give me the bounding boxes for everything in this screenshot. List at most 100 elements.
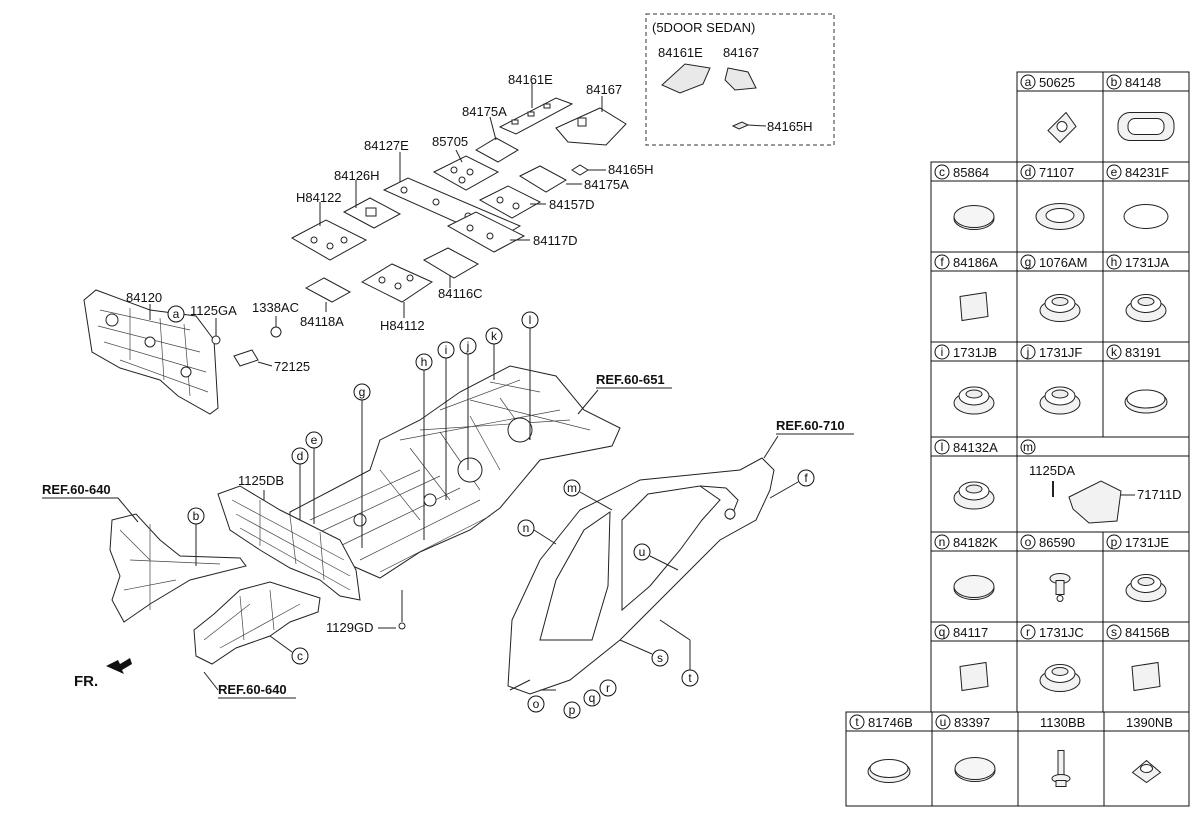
letter-q: q xyxy=(589,691,596,705)
inset-label-84165h: 84165H xyxy=(767,119,813,134)
pad-84165h xyxy=(571,164,589,176)
label-84167: 84167 xyxy=(586,82,622,97)
legend-part-85864-icon xyxy=(953,205,995,230)
legend-letter-m: m xyxy=(1023,440,1033,454)
legend-part-1731JF-icon xyxy=(1039,386,1081,415)
legend-code-50625: 50625 xyxy=(1039,75,1075,90)
label-1338ac: 1338AC xyxy=(252,300,299,315)
dash-panel-84120: a 84120 xyxy=(83,289,219,415)
legend-code-84156B: 84156B xyxy=(1125,625,1170,640)
legend-letter-q: q xyxy=(939,625,946,639)
legend-cell-t: t 81746B xyxy=(845,711,933,807)
pad-84116c xyxy=(422,247,480,279)
legend-code-81746B: 81746B xyxy=(868,715,913,730)
legend-part-50625-icon xyxy=(1047,111,1077,144)
ref-60-651: REF.60-651 xyxy=(577,372,672,415)
floor-letter-callouts: g h i j k l d e xyxy=(291,311,539,548)
legend-code-85864: 85864 xyxy=(953,165,989,180)
legend-letter-p: p xyxy=(1111,535,1118,549)
legend-code-71711D: 71711D xyxy=(1137,487,1182,502)
part-72125 xyxy=(233,349,259,367)
legend-code-1731JB: 1731JB xyxy=(953,345,997,360)
legend-code-84148: 84148 xyxy=(1125,75,1161,90)
label-1125ga: 1125GA xyxy=(190,303,237,318)
legend-part-1390NB-icon xyxy=(1131,759,1162,784)
label-84157d: 84157D xyxy=(549,197,595,212)
legend-part-84117-icon xyxy=(959,661,989,692)
letter-f: f xyxy=(804,471,808,485)
legend-code-84231F: 84231F xyxy=(1125,165,1169,180)
inset-label-84161e: 84161E xyxy=(658,45,703,60)
legend-part-1130BB-icon xyxy=(1051,750,1071,787)
label-84116c: 84116C xyxy=(438,286,483,301)
legend-part-86590-icon xyxy=(1049,573,1071,602)
letter-m: m xyxy=(567,481,577,495)
legend-cell-g: g 1076AM xyxy=(1016,251,1104,343)
legend-code-1731JE: 1731JE xyxy=(1125,535,1169,550)
legend-code-84186A: 84186A xyxy=(953,255,998,270)
legend-letter-h: h xyxy=(1111,255,1118,269)
legend-letter-j: j xyxy=(1026,345,1030,359)
legend-letter-u: u xyxy=(940,715,947,729)
label-84175a-mid: 84175A xyxy=(584,177,629,192)
pad-84118a xyxy=(304,277,352,303)
side-outer-panel: m n u f s t r q p o REF.60-710 xyxy=(507,418,854,719)
label-h84122: H84122 xyxy=(296,190,342,205)
legend-code-1125DA: 1125DA xyxy=(1029,463,1075,478)
label-84126h: 84126H xyxy=(334,168,380,183)
legend-cell-l: l 84132A xyxy=(930,436,1018,533)
legend-letter-g: g xyxy=(1025,255,1032,269)
inset-label-84167: 84167 xyxy=(723,45,759,60)
letter-l: l xyxy=(529,313,532,327)
legend-letter-b: b xyxy=(1111,75,1118,89)
pad-85705 xyxy=(432,155,500,191)
legend-part-bracket-icon xyxy=(1052,480,1135,524)
legend-cell-f: f 84186A xyxy=(930,251,1018,343)
legend-code-1076AM: 1076AM xyxy=(1039,255,1087,270)
letter-r: r xyxy=(606,681,610,695)
legend-letter-l: l xyxy=(941,440,944,454)
legend-code-84117: 84117 xyxy=(953,625,988,640)
ref-label-640-bottom: REF.60-640 xyxy=(218,682,287,697)
letter-a: a xyxy=(173,307,180,321)
inset-title: (5DOOR SEDAN) xyxy=(652,20,755,35)
legend-cell-s: s 84156B xyxy=(1102,621,1190,713)
legend-code-1731JA: 1731JA xyxy=(1125,255,1169,270)
floor-pads: 84161E 84167 84175A 85705 84127E 84165H … xyxy=(290,72,654,333)
legend-letter-t: t xyxy=(855,715,859,729)
legend-cell-q: q 84117 xyxy=(930,621,1018,713)
legend-letter-f: f xyxy=(940,255,944,269)
label-84117d: 84117D xyxy=(533,233,578,248)
legend-letter-n: n xyxy=(939,535,946,549)
front-rail-right: c REF.60-640 xyxy=(193,581,321,699)
legend-code-1731JC: 1731JC xyxy=(1039,625,1084,640)
legend-part-83191-icon xyxy=(1124,389,1168,414)
letter-e: e xyxy=(311,433,318,447)
legend-code-84132A: 84132A xyxy=(953,440,998,455)
letter-i: i xyxy=(445,343,448,357)
legend-letter-r: r xyxy=(1026,625,1030,639)
front-rail-left: b REF.60-640 xyxy=(42,482,247,623)
letter-s: s xyxy=(657,651,663,665)
legend-letter-k: k xyxy=(1111,345,1118,359)
letter-b: b xyxy=(193,509,200,523)
label-85705: 85705 xyxy=(432,134,468,149)
ref-label-640-left: REF.60-640 xyxy=(42,482,111,497)
legend-letter-s: s xyxy=(1111,625,1117,639)
pad-84161e xyxy=(498,97,574,135)
legend-part-1731JB-icon xyxy=(953,386,995,415)
label-84175a-top: 84175A xyxy=(462,104,507,119)
legend-part-1731JA-icon xyxy=(1125,294,1167,322)
pad-84175a-mid xyxy=(518,165,568,193)
legend-code-71107: 71107 xyxy=(1039,165,1074,180)
sedan-inset: (5DOOR SEDAN) 84161E 84167 84165H xyxy=(645,13,835,146)
legend-part-84156B-icon xyxy=(1131,661,1161,692)
front-cross-member xyxy=(217,485,361,601)
